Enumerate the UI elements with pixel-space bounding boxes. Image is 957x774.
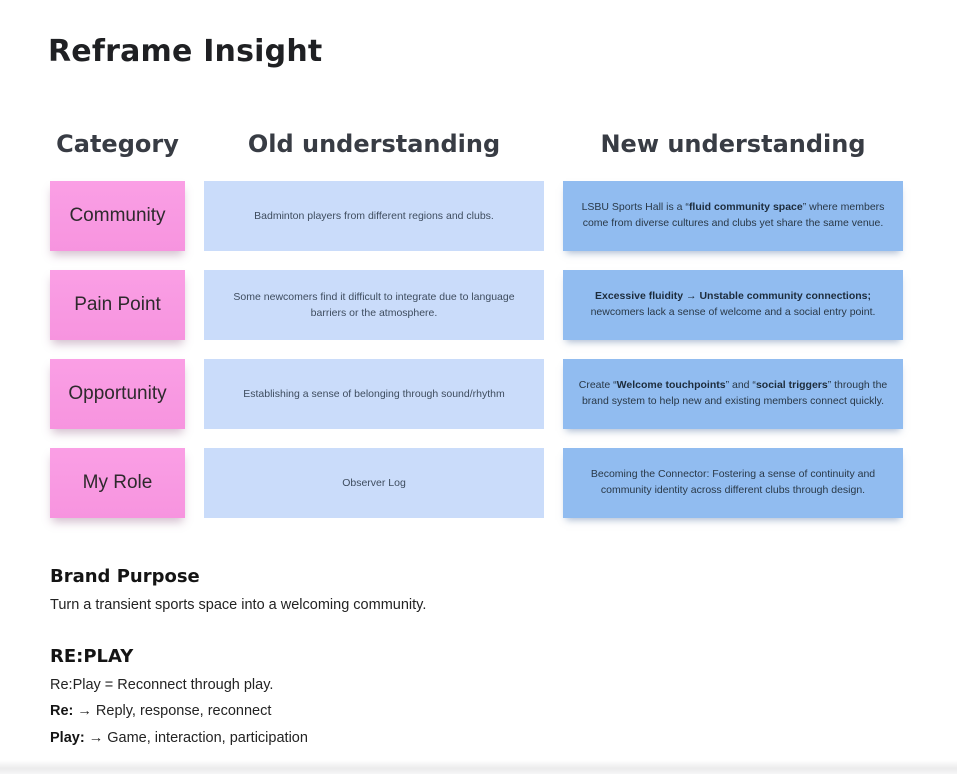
old-understanding-card-community: Badminton players from different regions… bbox=[204, 181, 544, 251]
replay-heading: RE:PLAY bbox=[50, 646, 134, 668]
section-spacer bbox=[50, 615, 570, 646]
page-bottom-edge bbox=[0, 760, 957, 774]
brand-purpose-heading: Brand Purpose bbox=[50, 566, 200, 587]
old-understanding-card-pain-point: Some newcomers find it difficult to inte… bbox=[204, 270, 544, 340]
category-card-opportunity: Opportunity bbox=[50, 359, 185, 429]
column-header-category: Category bbox=[56, 130, 179, 158]
old-understanding-card-opportunity: Establishing a sense of belonging throug… bbox=[204, 359, 544, 429]
replay-line-re: Re: → Reply, response, reconnect bbox=[50, 703, 272, 720]
category-card-label: Pain Point bbox=[74, 294, 161, 315]
replay-line-play: Play: → Game, interaction, participation bbox=[50, 729, 308, 746]
new-understanding-text: Create “Welcome touchpoints” and “social… bbox=[578, 379, 888, 407]
brand-purpose-body: Turn a transient sports space into a wel… bbox=[50, 596, 427, 613]
category-card-pain-point: Pain Point bbox=[50, 270, 185, 340]
new-understanding-text: LSBU Sports Hall is a “fluid community s… bbox=[581, 201, 885, 229]
new-understanding-text: Excessive fluidity → Unstable community … bbox=[590, 290, 876, 318]
column-header-old-understanding: Old understanding bbox=[247, 130, 501, 158]
page-title: Reframe Insight bbox=[48, 34, 323, 69]
category-card-label: Opportunity bbox=[68, 383, 167, 404]
new-understanding-text: Becoming the Connector: Fostering a sens… bbox=[590, 468, 876, 496]
old-understanding-text: Establishing a sense of belonging throug… bbox=[243, 387, 505, 400]
old-understanding-text: Some newcomers find it difficult to inte… bbox=[233, 290, 515, 319]
old-understanding-text: Badminton players from different regions… bbox=[254, 209, 494, 222]
old-understanding-text: Observer Log bbox=[342, 476, 406, 489]
new-understanding-card-opportunity: Create “Welcome touchpoints” and “social… bbox=[563, 359, 903, 429]
replay-line-definition: Re:Play = Reconnect through play. bbox=[50, 676, 274, 693]
category-card-my-role: My Role bbox=[50, 448, 185, 518]
insight-table: Community Badminton players from differe… bbox=[50, 181, 903, 518]
category-card-label: My Role bbox=[82, 472, 153, 493]
old-understanding-card-my-role: Observer Log bbox=[204, 448, 544, 518]
category-card-label: Community bbox=[69, 205, 166, 226]
new-understanding-card-pain-point: Excessive fluidity → Unstable community … bbox=[563, 270, 903, 340]
notes-section: Brand Purpose Turn a transient sports sp… bbox=[50, 566, 570, 748]
new-understanding-card-my-role: Becoming the Connector: Fostering a sens… bbox=[563, 448, 903, 518]
column-header-new-understanding: New understanding bbox=[600, 130, 866, 158]
new-understanding-card-community: LSBU Sports Hall is a “fluid community s… bbox=[563, 181, 903, 251]
category-card-community: Community bbox=[50, 181, 185, 251]
